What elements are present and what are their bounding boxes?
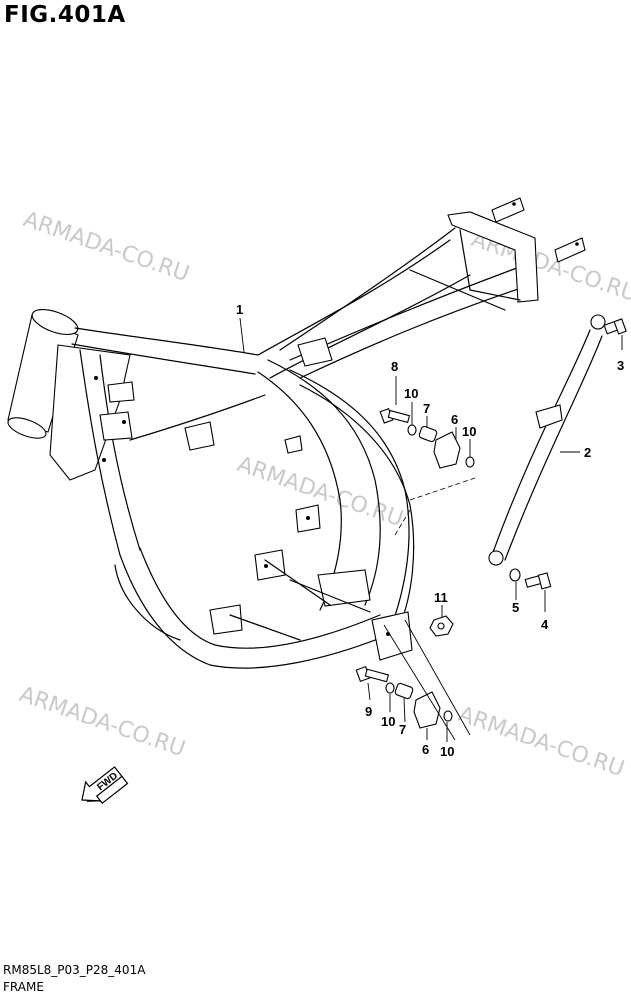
callout-2: 2 xyxy=(584,445,591,460)
bolt-8 xyxy=(379,407,411,424)
callout-10b: 10 xyxy=(462,424,476,439)
callout-10c: 10 xyxy=(381,714,395,729)
washer-10d xyxy=(443,710,453,722)
seat-rail-strut xyxy=(488,314,606,566)
callout-1: 1 xyxy=(236,302,243,317)
washer-10a xyxy=(407,424,417,436)
callout-3: 3 xyxy=(617,358,624,373)
watermark-5: ARMADA-CO.RU xyxy=(455,702,627,782)
washer-5 xyxy=(509,568,521,582)
callout-4: 4 xyxy=(541,617,549,632)
figure-name: FRAME xyxy=(3,980,44,994)
washer-10c xyxy=(385,682,395,694)
figure-title: FIG.401A xyxy=(4,2,126,28)
collar-7a xyxy=(418,425,438,443)
callout-7a: 7 xyxy=(423,401,430,416)
callout-6a: 6 xyxy=(451,412,458,427)
collar-7b xyxy=(394,682,414,700)
callout-5: 5 xyxy=(512,600,519,615)
bolt-4 xyxy=(524,572,552,590)
callout-10d: 10 xyxy=(440,744,454,759)
washer-10b xyxy=(465,456,475,468)
fwd-arrow-icon: FWD xyxy=(81,766,129,805)
callout-9: 9 xyxy=(365,704,372,719)
cushion-6b xyxy=(413,691,441,729)
bolt-9 xyxy=(355,665,390,683)
nut-11 xyxy=(429,615,454,637)
watermark-1: ARMADA-CO.RU xyxy=(20,207,192,287)
watermark-4: ARMADA-CO.RU xyxy=(16,682,188,762)
main-frame xyxy=(7,197,586,669)
callout-6b: 6 xyxy=(422,742,429,757)
callout-11: 11 xyxy=(434,590,448,605)
model-code: RM85L8_P03_P28_401A xyxy=(3,963,146,977)
callout-8: 8 xyxy=(391,359,398,374)
bolt-3 xyxy=(603,318,627,335)
callout-7b: 7 xyxy=(399,722,406,737)
cushion-6a xyxy=(433,431,461,469)
callout-10a: 10 xyxy=(404,386,418,401)
